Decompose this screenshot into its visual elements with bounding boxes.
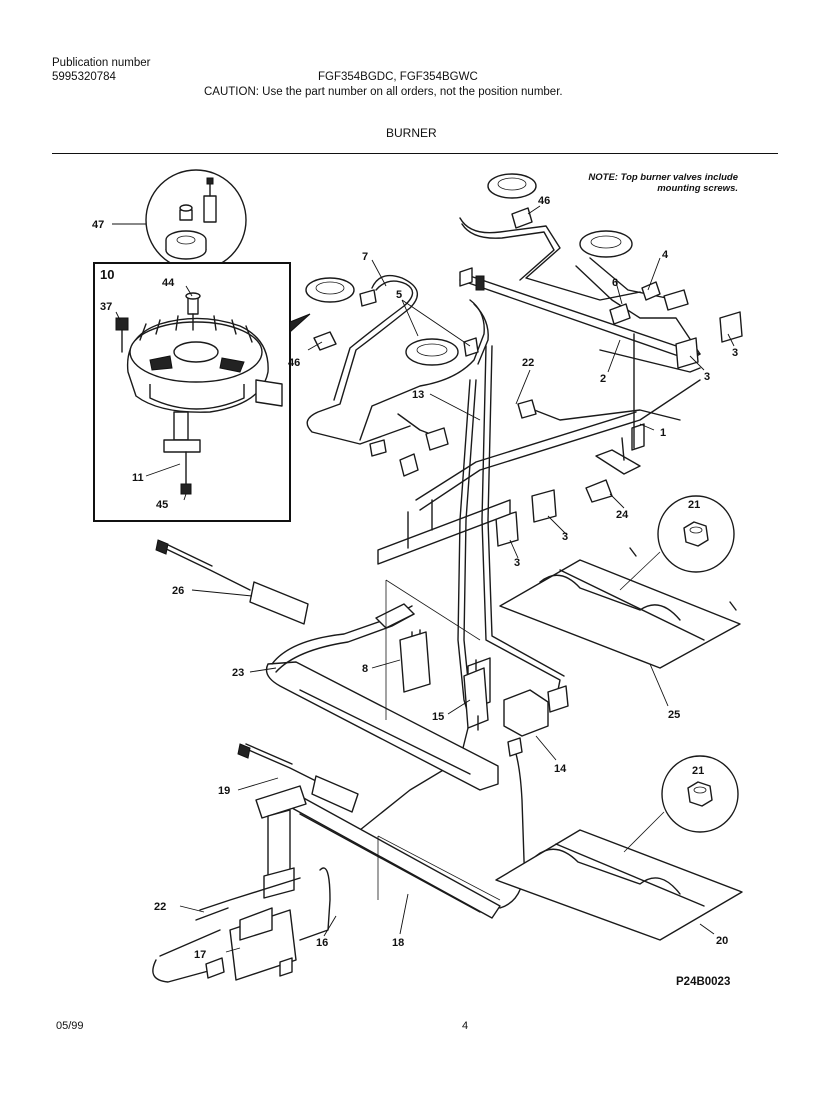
detail-circle-47 <box>145 169 247 271</box>
callout-17: 17 <box>194 949 206 961</box>
callout-3-lower-right: 3 <box>562 531 568 543</box>
switch-and-bracket <box>385 579 489 731</box>
callout-14: 14 <box>554 763 567 775</box>
callout-10: 10 <box>100 267 114 282</box>
manifold-and-tubes <box>306 217 701 511</box>
callout-15: 15 <box>432 711 444 723</box>
section-title: BURNER <box>386 126 437 140</box>
callout-16: 16 <box>316 937 328 949</box>
valve-note: NOTE: Top burner valves include mounting… <box>588 172 738 194</box>
callout-18: 18 <box>392 937 404 949</box>
callout-7: 7 <box>362 251 368 263</box>
callout-5: 5 <box>396 289 402 301</box>
callout-1: 1 <box>660 427 666 439</box>
callout-21-top: 21 <box>688 499 700 511</box>
callout-24: 24 <box>616 509 629 521</box>
leader-lines <box>112 205 735 953</box>
footer-page-number: 4 <box>462 1020 469 1032</box>
callout-25: 25 <box>668 709 680 721</box>
callout-47: 47 <box>92 219 104 231</box>
callout-20: 20 <box>716 935 728 947</box>
callout-37: 37 <box>100 301 112 313</box>
callout-11: 11 <box>132 472 144 484</box>
publication-label: Publication number <box>52 57 151 69</box>
detail-box-10 <box>93 262 311 522</box>
callout-22-bottom: 22 <box>154 901 166 913</box>
callout-22-top: 22 <box>522 357 534 369</box>
model-numbers: FGF354BGDC, FGF354BGWC <box>318 71 478 83</box>
callout-3-right: 3 <box>732 347 738 359</box>
callout-8: 8 <box>362 663 368 675</box>
burner-tubes-lower <box>359 345 569 909</box>
callout-46-left: 46 <box>288 357 300 369</box>
broil-burner <box>265 603 499 791</box>
footer-date: 05/99 <box>56 1020 84 1032</box>
callout-26: 26 <box>172 585 184 597</box>
callout-44: 44 <box>162 277 175 289</box>
callout-45: 45 <box>156 499 168 511</box>
burner-baffles <box>495 547 743 941</box>
callout-4: 4 <box>662 249 669 261</box>
callout-23: 23 <box>232 667 244 679</box>
callout-6: 6 <box>612 277 618 289</box>
callout-19: 19 <box>218 785 230 797</box>
callout-46-top: 46 <box>538 195 550 207</box>
oven-burner <box>152 785 501 983</box>
callout-13: 13 <box>412 389 424 401</box>
header-rule <box>52 153 778 154</box>
callout-3-lower-left: 3 <box>514 557 520 569</box>
callout-21-bottom: 21 <box>692 765 704 777</box>
diagram-reference-code: P24B0023 <box>676 976 731 988</box>
top-burner-heads <box>305 173 633 366</box>
callout-2: 2 <box>600 373 606 385</box>
callout-numbers: 47 10 44 37 11 45 7 5 46 46 4 6 3 3 2 1 … <box>92 195 738 961</box>
igniters <box>155 539 359 813</box>
nut-detail-circles <box>619 495 739 853</box>
caution-text: CAUTION: Use the part number on all orde… <box>204 86 563 98</box>
publication-number: 5995320784 <box>52 71 116 83</box>
callout-3-mid: 3 <box>704 371 710 383</box>
fittings-and-valves <box>313 207 743 547</box>
